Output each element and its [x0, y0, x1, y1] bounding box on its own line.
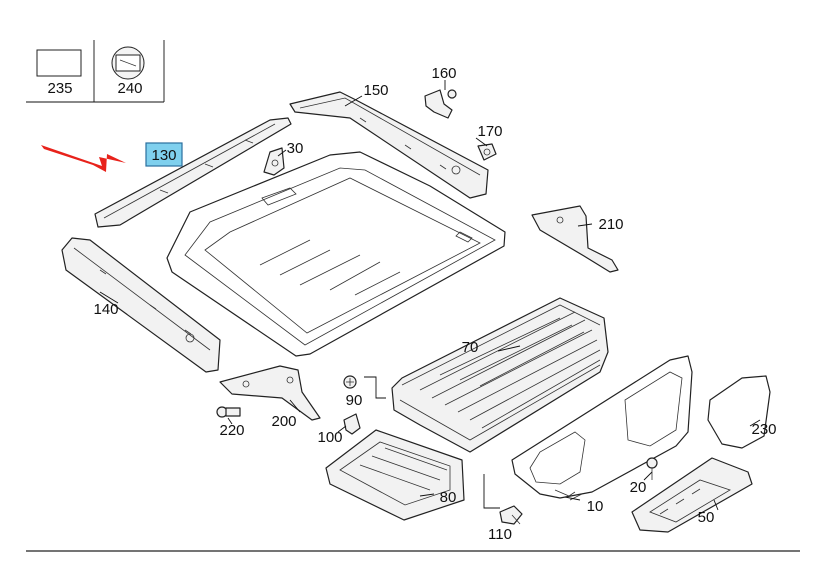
- label-220: 220: [219, 422, 244, 439]
- label-170: 170: [477, 123, 502, 140]
- part-90-screw: [343, 375, 357, 389]
- legend-240-label: 240: [117, 80, 142, 97]
- legend-235-symbol: [36, 49, 82, 77]
- part-210-bracket: [531, 205, 619, 273]
- part-140-trim-strip: [61, 237, 221, 373]
- part-30-clip: [263, 147, 285, 176]
- part-110-screw: [499, 505, 523, 525]
- legend-240-symbol: [111, 46, 145, 80]
- part-130-label: 130: [151, 147, 176, 164]
- label-90: 90: [346, 392, 363, 409]
- part-10-side-panel: [511, 355, 693, 501]
- label-160: 160: [431, 65, 456, 82]
- leader-lines: [99, 80, 761, 511]
- label-80: 80: [440, 489, 457, 506]
- highlight-arrow: [41, 145, 126, 172]
- label-20: 20: [630, 479, 647, 496]
- label-200: 200: [271, 413, 296, 430]
- part-50-bracket: [631, 457, 753, 533]
- part-130-callout: 130: [145, 142, 183, 167]
- legend-table: 235 240: [26, 40, 165, 103]
- label-50: 50: [698, 509, 715, 526]
- part-170-clip: [477, 143, 497, 161]
- part-labels: 150 160 170 30 210 140 70 90 200 220 100…: [93, 65, 776, 543]
- label-210: 210: [598, 216, 623, 233]
- part-150-trim-strip: [289, 91, 489, 199]
- part-230-insulation: [707, 375, 771, 449]
- part-70-cross-panel: [391, 297, 609, 453]
- highlight-box: [145, 142, 183, 167]
- label-230: 230: [751, 421, 776, 438]
- label-140: 140: [93, 301, 118, 318]
- part-80-floor-panel: [325, 429, 465, 521]
- label-110: 110: [488, 526, 512, 543]
- part-220-pin: [216, 406, 241, 418]
- label-30: 30: [287, 140, 304, 157]
- label-100: 100: [317, 429, 342, 446]
- part-100-bracket: [343, 413, 361, 435]
- part-20-clip: [646, 457, 658, 480]
- legend-235-label: 235: [47, 80, 72, 97]
- part-160-bracket: [424, 89, 457, 119]
- label-10: 10: [587, 498, 604, 515]
- rear-window-panel: [166, 151, 506, 357]
- label-150: 150: [363, 82, 388, 99]
- label-70: 70: [462, 339, 479, 356]
- part-130-trim-strip: [94, 117, 292, 228]
